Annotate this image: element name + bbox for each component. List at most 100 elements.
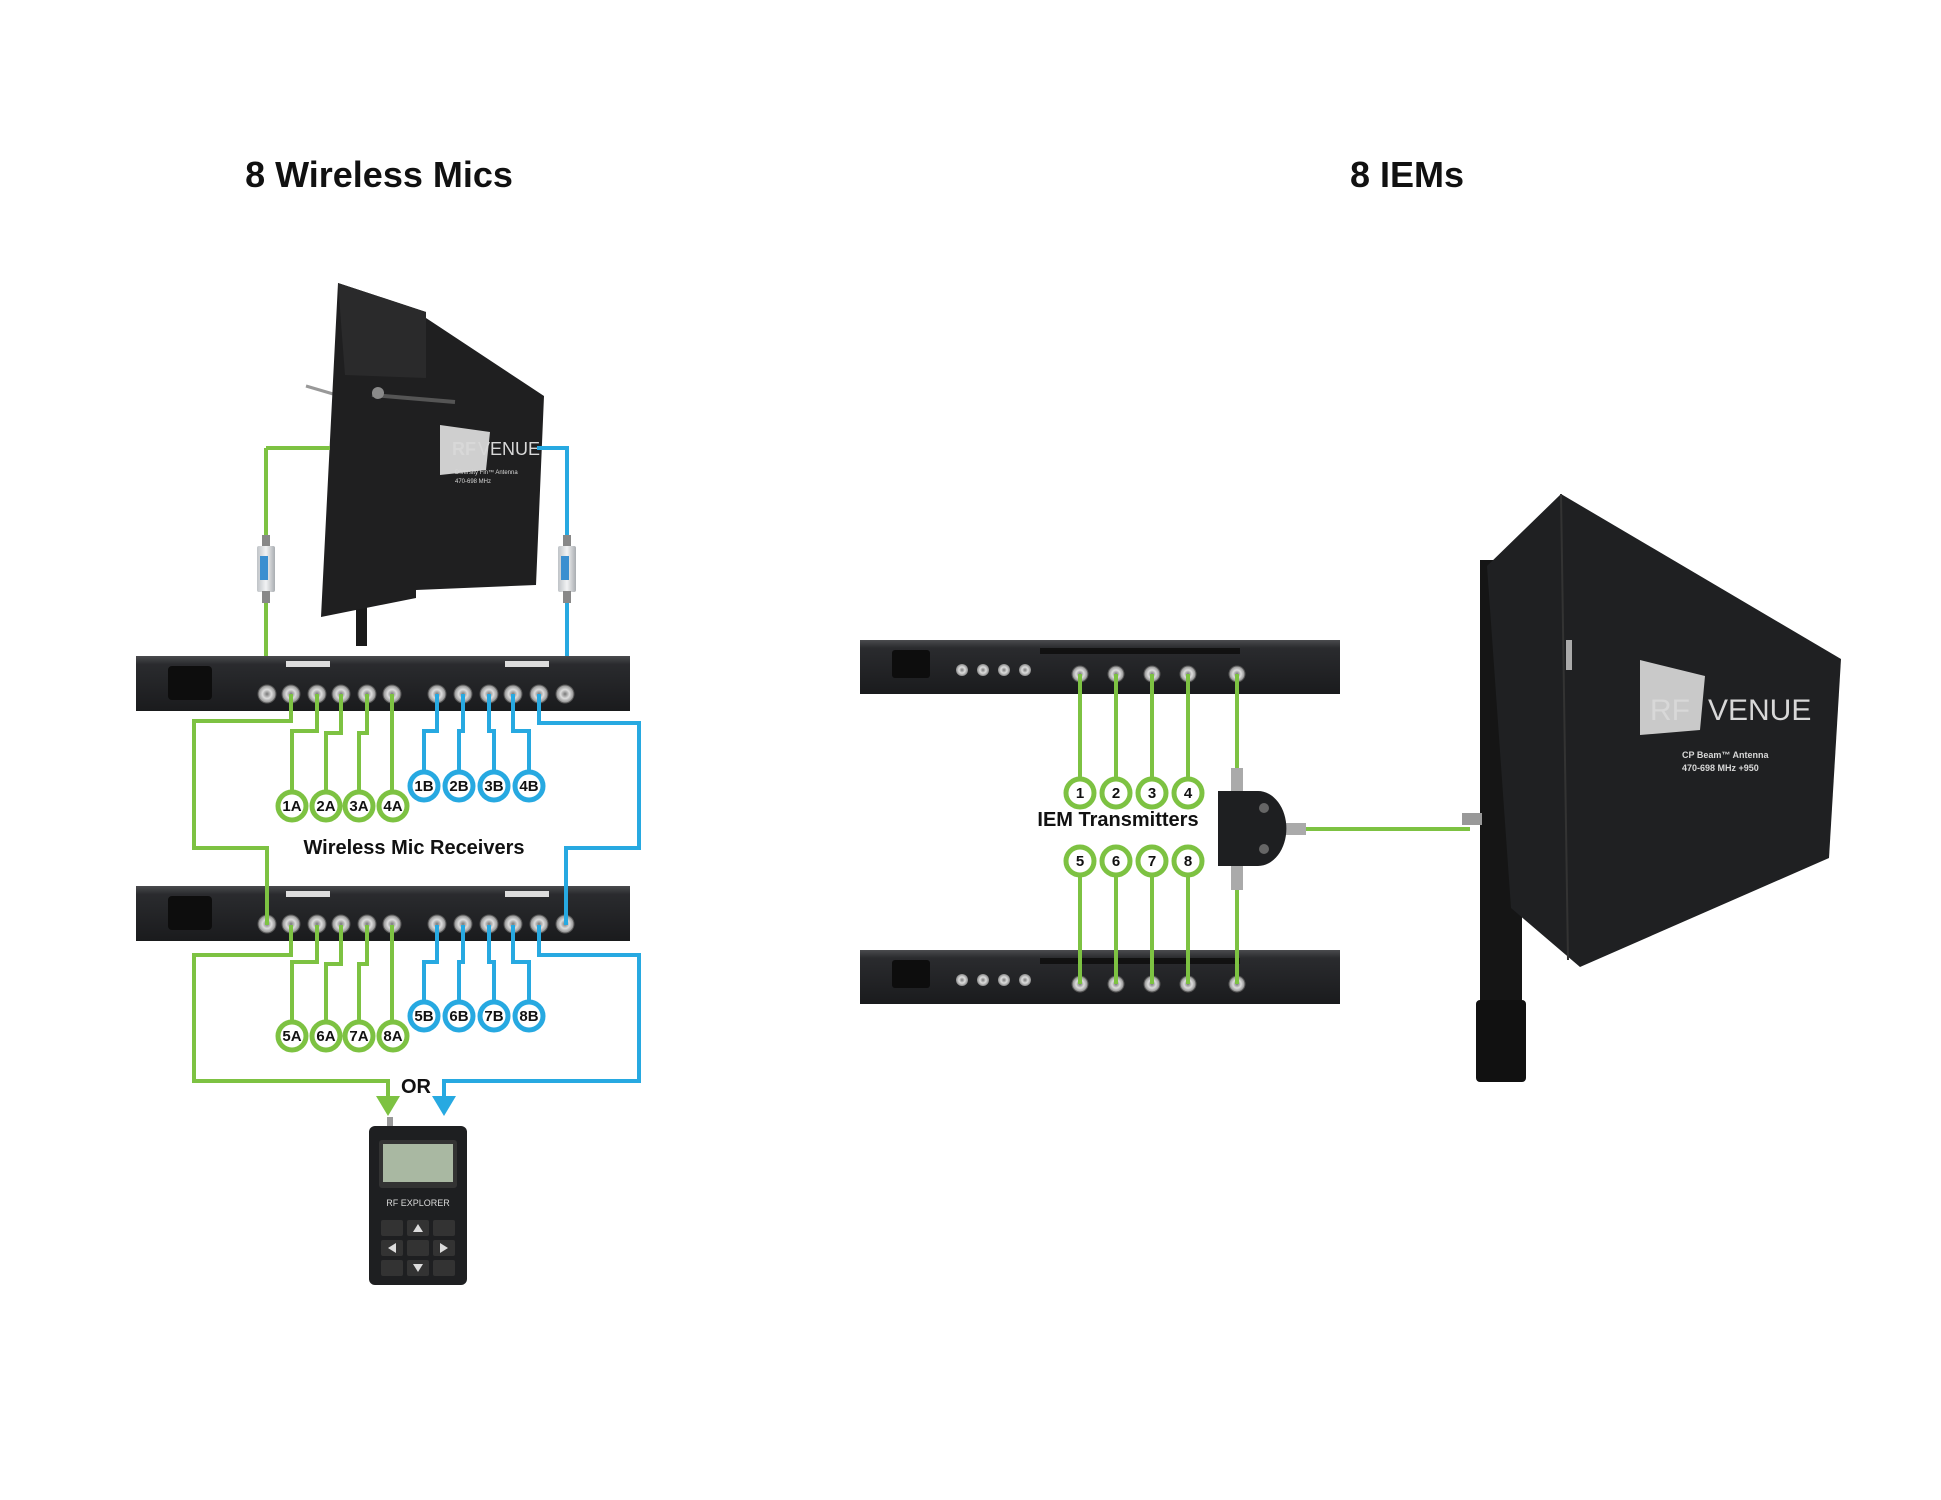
iem-transmitter-1 [860,640,1340,694]
channel-badge: 6 [1099,844,1133,878]
channel-badge: 8A [376,1019,410,1053]
channel-badge: 1A [275,789,309,823]
channel-badge-label: 5A [282,1028,301,1045]
label-plate [286,891,330,897]
channel-badge-label: 4B [519,778,538,795]
channel-badge: 7B [477,999,511,1033]
channel-badge: 4 [1171,776,1205,810]
channel-badge: 2 [1099,776,1133,810]
channel-badge: 8 [1171,844,1205,878]
cp-beam-antenna: RF VENUE CP Beam™ Antenna 470-698 MHz +9… [1462,493,1841,1082]
channel-badge-label: 3 [1148,785,1156,802]
power-inlet-icon [892,650,930,678]
channel-badge: 4A [376,789,410,823]
power-inlet-icon [892,960,930,988]
channel-badge: 7 [1135,844,1169,878]
wireless-receiver-1 [136,656,630,711]
iem-wiring [1078,674,1470,984]
dc-output-connector [977,974,989,986]
label-plate [286,661,330,667]
channel-badge: 3A [342,789,376,823]
channel-badge-label: 2 [1112,785,1120,802]
channel-badge: 1 [1063,776,1097,810]
vent-slots [1040,958,1240,964]
right-antenna-freq: 470-698 MHz +950 [1682,763,1759,773]
dc-output-connector [956,664,968,676]
left-antenna-model: Diversity Fin™ Antenna [455,469,518,476]
receiver-2-wiring [192,925,641,1098]
transmitters-label: IEM Transmitters [1037,809,1198,831]
wireless-receiver-2 [136,886,630,941]
dc-output-connector [977,664,989,676]
dc-output-connector [998,664,1010,676]
dc-output-connector [1019,974,1031,986]
channel-badge-label: 8B [519,1008,538,1025]
channel-badge: 5A [275,1019,309,1053]
channel-badge-label: 7A [349,1028,368,1045]
channel-badge-label: 5B [414,1008,433,1025]
right-antenna-model: CP Beam™ Antenna [1682,750,1770,760]
channel-badge-label: 3B [484,778,503,795]
channel-badge: 1B [407,769,441,803]
channel-badge-label: 4A [383,798,402,815]
arrow-down-blue-icon [432,1096,456,1116]
label-plate [505,891,549,897]
channel-badge: 5B [407,999,441,1033]
inline-amplifier-b [558,535,576,603]
rf-explorer-brand: RF EXPLORER [386,1198,450,1208]
channel-badge-label: 7B [484,1008,503,1025]
label-plate [505,661,549,667]
channel-badge-label: 8 [1184,853,1192,870]
channel-badge: 6A [309,1019,343,1053]
title-wireless-mics: 8 Wireless Mics [245,154,513,195]
vent-slots [1040,648,1240,654]
power-inlet-icon [168,666,212,700]
channel-badge-label: 6 [1112,853,1120,870]
left-antenna-logo-venue: VENUE [478,439,540,459]
left-antenna-logo-rf: RF [452,439,476,459]
channel-badge-label: 6B [449,1008,468,1025]
channel-badge-label: 8A [383,1028,402,1045]
channel-badge: 3 [1135,776,1169,810]
channel-badge: 5 [1063,844,1097,878]
dc-output-connector [998,974,1010,986]
arrow-down-green-icon [376,1096,400,1116]
channel-badge-label: 1A [282,798,301,815]
diversity-fin-antenna: RF VENUE Diversity Fin™ Antenna 470-698 … [305,283,544,646]
receiver-1-wiring [192,694,641,925]
receivers-label: Wireless Mic Receivers [303,837,524,859]
left-antenna-freq: 470-698 MHz [455,479,491,485]
iem-transmitter-2 [860,950,1340,1004]
title-iems: 8 IEMs [1350,154,1464,195]
right-antenna-logo-rf: RF [1650,694,1690,727]
channel-badge: 4B [512,769,546,803]
channel-badge-label: 5 [1076,853,1084,870]
bnc-connector [257,684,277,704]
channel-badge-label: 3A [349,798,368,815]
dc-output-connector [1019,664,1031,676]
bnc-connector [555,684,575,704]
power-inlet-icon [168,896,212,930]
splitter-combiner [1218,768,1306,890]
rf-explorer-analyzer: RF EXPLORER [369,1117,467,1285]
channel-badge-label: 6A [316,1028,335,1045]
channel-badge: 2A [309,789,343,823]
inline-amplifier-a [257,535,275,603]
channel-badge-label: 7 [1148,853,1156,870]
channel-badge-label: 4 [1184,785,1193,802]
antenna-b-cable [537,446,569,694]
right-antenna-logo-venue: VENUE [1708,694,1811,727]
channel-badge-label: 2A [316,798,335,815]
channel-badge: 7A [342,1019,376,1053]
channel-badge-label: 2B [449,778,468,795]
dc-output-connector [956,974,968,986]
or-label: OR [401,1076,432,1098]
channel-badge-label: 1B [414,778,433,795]
channel-badge: 3B [477,769,511,803]
channel-badge: 2B [442,769,476,803]
channel-badge: 8B [512,999,546,1033]
channel-badge: 6B [442,999,476,1033]
